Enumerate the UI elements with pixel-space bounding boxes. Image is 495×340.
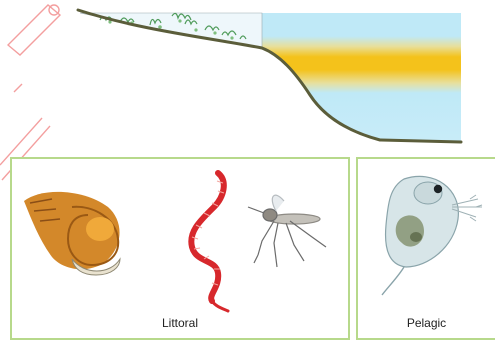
- snail-icon: [24, 192, 120, 275]
- littoral-panel: Littoral: [10, 157, 350, 340]
- pelagic-organisms: [358, 159, 495, 338]
- littoral-organisms: [12, 159, 348, 338]
- pelagic-label: Pelagic: [358, 316, 495, 330]
- pelagic-panel: Pelagic: [356, 157, 495, 340]
- bloodworm-icon: [191, 173, 228, 311]
- littoral-label: Littoral: [12, 316, 348, 330]
- mosquito-icon: [248, 195, 326, 267]
- daphnia-icon: [382, 176, 482, 295]
- open-water: [262, 13, 461, 142]
